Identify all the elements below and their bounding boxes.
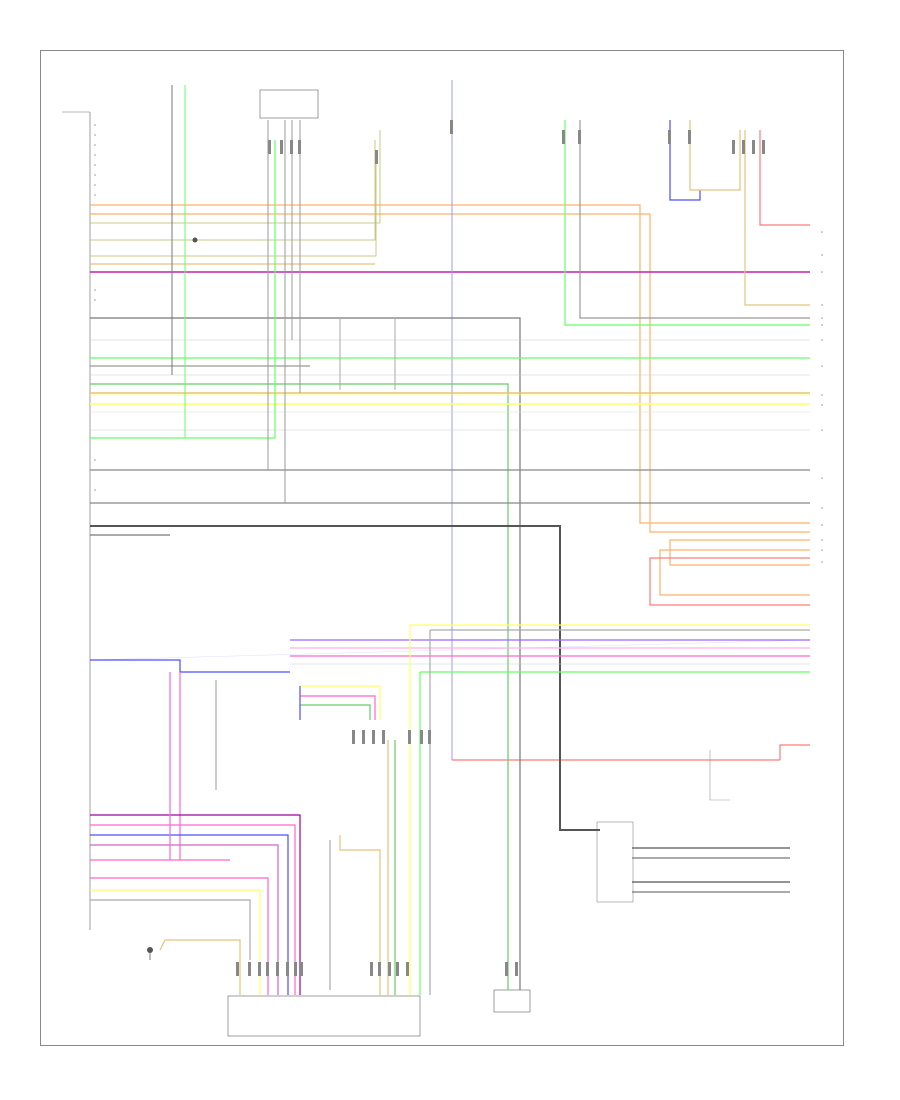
wire-group-top (90, 130, 810, 533)
wire-group-right-module (632, 750, 790, 893)
wire-group-middle (90, 140, 810, 990)
connector-markers (147, 120, 765, 976)
bottom-right-connector-box (493, 989, 531, 1013)
wire-group-lower-right (89, 539, 811, 661)
bottom-main-module-box (227, 995, 421, 1037)
wire-group-bottom-left (90, 672, 396, 995)
wire-group-vertical (171, 85, 396, 503)
wire-group-bottom-bus (90, 624, 810, 995)
top-control-module-box (259, 89, 319, 119)
left-pin-markers (94, 124, 96, 491)
right-module-box (596, 821, 634, 903)
wire-group-right-top (451, 80, 810, 761)
right-pin-markers (821, 231, 823, 563)
diagram-frame (40, 50, 844, 1046)
